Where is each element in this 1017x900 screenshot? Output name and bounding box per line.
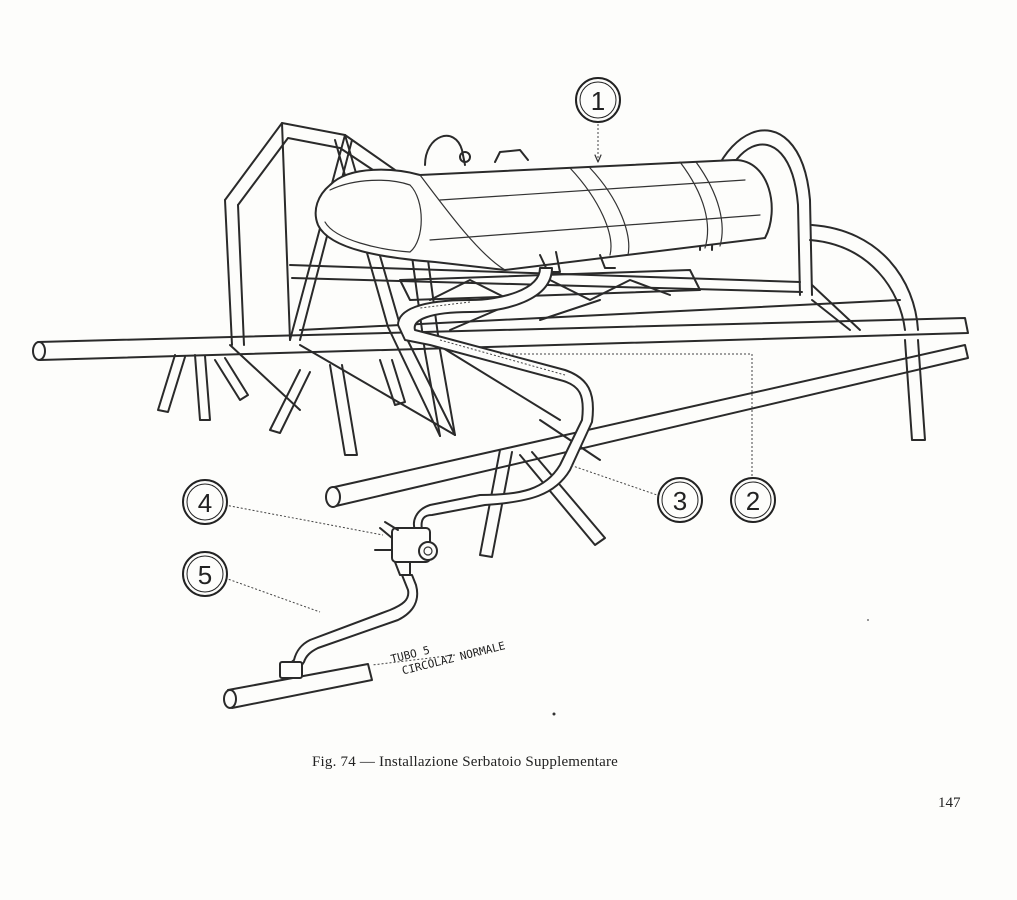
main-circulation-pipe bbox=[223, 661, 373, 709]
fuel-tank bbox=[314, 134, 773, 273]
leader-lines bbox=[224, 120, 753, 666]
page-number: 147 bbox=[938, 795, 961, 811]
callout-5: 5 bbox=[182, 551, 228, 597]
svg-text:1: 1 bbox=[591, 86, 605, 116]
callout-4: 4 bbox=[182, 479, 228, 525]
svg-text:2: 2 bbox=[746, 486, 760, 516]
callout-3: 3 bbox=[657, 477, 703, 523]
svg-text:4: 4 bbox=[198, 488, 212, 518]
fuselage-longeron-front bbox=[32, 317, 969, 361]
handwritten-note: TUBO 5 CIRCOLAZ NORMALE bbox=[389, 639, 506, 677]
svg-text:3: 3 bbox=[673, 486, 687, 516]
svg-text:5: 5 bbox=[198, 560, 212, 590]
fuselage-longeron-lower bbox=[325, 344, 969, 508]
callout-1: 1 bbox=[575, 77, 621, 123]
figure-caption: Fig. 74 — Installazione Serbatoio Supple… bbox=[312, 754, 619, 770]
lower-struts-left bbox=[157, 344, 456, 456]
callout-2: 2 bbox=[730, 477, 776, 523]
fuel-cock bbox=[374, 521, 438, 576]
